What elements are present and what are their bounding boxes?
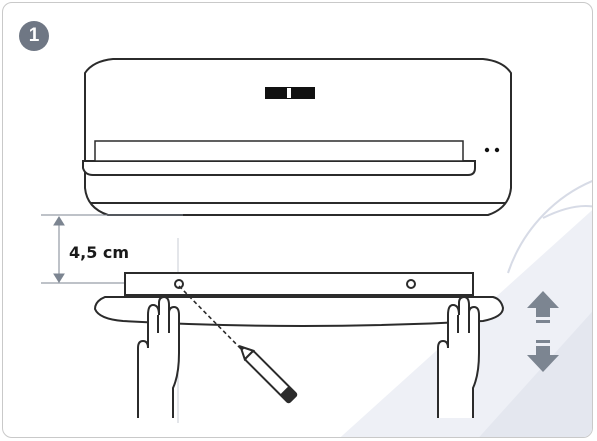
watermark-decoration [340, 180, 592, 437]
dimension-label: 4,5 cm [69, 243, 130, 262]
step-number-badge: 1 [19, 21, 49, 51]
pencil-icon [178, 285, 298, 404]
instruction-panel: 1 4,5 cm [2, 2, 593, 438]
mounting-plate [93, 272, 505, 327]
move-up-arrow-icon [527, 291, 559, 323]
ac-unit [82, 58, 512, 216]
hand-icon [437, 295, 480, 418]
move-down-arrow-icon [527, 340, 559, 372]
hand-icon [137, 295, 180, 418]
installation-illustration [41, 58, 592, 437]
